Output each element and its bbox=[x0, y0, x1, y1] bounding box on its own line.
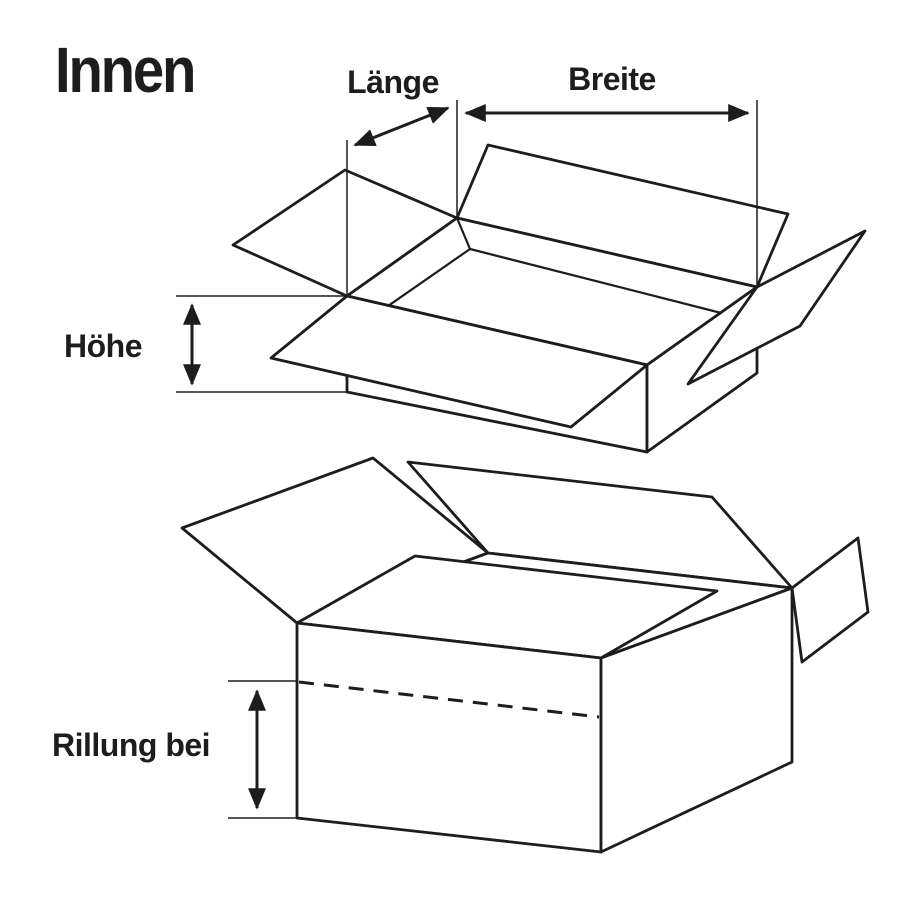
bottom-box-right-face bbox=[599, 586, 794, 854]
top-box-front-flap bbox=[269, 294, 649, 429]
diagram-title: Innen bbox=[55, 34, 196, 106]
bottom-box-front-face bbox=[295, 621, 603, 854]
label-rillung-bei: Rillung bei bbox=[52, 727, 211, 763]
laenge-arrow bbox=[353, 106, 450, 147]
top-box-drawing bbox=[231, 143, 867, 454]
label-hoehe: Höhe bbox=[64, 328, 143, 364]
bottom-box-right-flap bbox=[790, 536, 870, 664]
bottom-box-drawing bbox=[180, 456, 870, 854]
dimension-annotations bbox=[176, 100, 758, 819]
floor-corner-edge bbox=[455, 217, 472, 250]
crease-dashed-line bbox=[298, 680, 600, 719]
label-laenge: Länge bbox=[347, 64, 439, 100]
label-breite: Breite bbox=[568, 61, 656, 97]
top-box-right-flap bbox=[686, 229, 867, 386]
